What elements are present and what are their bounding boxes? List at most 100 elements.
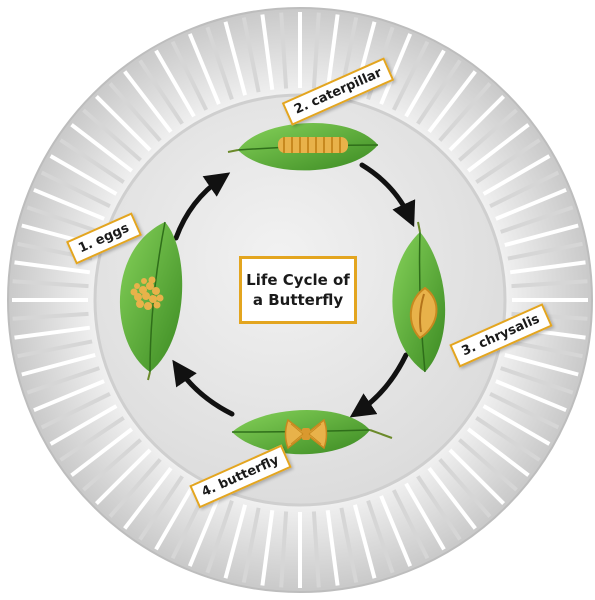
caterpillar-pasta [278,137,348,153]
title-line-1: Life Cycle of [246,271,350,289]
plate-ridge [504,352,579,377]
plate-ridge [475,416,541,462]
plate-ridge [94,448,152,506]
plate-ridge [352,504,377,579]
plate-ridge [223,504,248,579]
plate-ridge [123,70,173,134]
plate-ridge [404,49,446,118]
plate-ridge [82,108,142,162]
plate-ridge [504,223,579,248]
plate-ridge [311,12,321,89]
plate-ridge [482,404,551,446]
plate-ridge [17,339,93,359]
plate-ridge [59,416,125,462]
plate-ridge [33,379,105,413]
plate-ridge [123,466,173,530]
plate-ridge [40,170,111,208]
leaf-butterfly [231,409,393,455]
arrow-butterfly-to-eggs [172,359,235,417]
plate-ridge [427,70,477,134]
plate-ridge [260,14,275,91]
plate-ridge [438,82,492,142]
plate-ridge [416,59,462,125]
plate-ridge [170,40,208,111]
plate-ridge [392,489,430,560]
plate-ridge [339,507,359,583]
leaf-eggs [119,221,183,381]
plate-ridge [325,509,340,586]
plate-ridge [475,138,541,184]
plate-ridge [500,366,574,395]
plate-ridge [489,170,560,208]
plate-ridge [489,392,560,430]
plate-ridge [94,94,152,152]
plate-ridge [379,495,413,567]
chrysalis-pasta [409,286,438,340]
plate-ridge [366,500,395,574]
plate-ridge [14,260,91,275]
plate-ridge [187,33,221,105]
plate-ridge [14,325,91,340]
cycle-arrows [172,162,416,418]
plate-ridge [427,466,477,530]
arrow-caterpillar-to-chrysalis [359,162,416,228]
plate-ridge [138,59,184,125]
plate-ridge [311,511,321,588]
plate-ridge [108,82,162,142]
plate-ridge [448,448,506,506]
plate-ridge [70,427,134,477]
plate-ridge [223,21,248,96]
plate-ridge [507,241,583,261]
plate-ridge [495,187,567,221]
leaf-chrysalis [392,221,446,373]
title-line-2: a Butterfly [252,291,344,309]
plate-ridge [416,475,462,541]
plate-ridge [392,40,430,111]
plate-ridge [241,17,261,93]
plate-ridge [26,366,100,395]
plate-ridge [12,279,89,289]
plate-ridge [205,500,234,574]
plate-ridge [279,12,289,89]
plate-ridge [59,138,125,184]
plate-ridge [458,438,518,492]
plate-ridge [482,154,551,196]
plate-ridge [205,26,234,100]
plate-ridge [241,507,261,583]
plate-ridge [154,49,196,118]
plate-ridge [82,438,142,492]
eggs-cluster [130,276,164,310]
plate-ridge [26,205,100,234]
plate-ridge [458,108,518,162]
plate-ridge [448,94,506,152]
diagram-title: Life Cycle of a Butterfly [239,256,357,324]
plate-ridge [509,260,586,275]
plate-ridge [500,205,574,234]
plate-ridge [154,482,196,551]
plate-ridge [49,154,118,196]
plate-ridge [12,311,89,321]
plate-ridges [12,12,588,588]
plate-ridge [404,482,446,551]
plate-ridge [21,352,96,377]
plate-ridge [325,14,340,91]
plate-ridge [49,404,118,446]
arrow-eggs-to-caterpillar [173,172,231,241]
plate-ridge [495,379,567,413]
plate-ridge [33,187,105,221]
arrow-chrysalis-to-butterfly [349,352,409,418]
plate-ridge [279,511,289,588]
plate-ridge [40,392,111,430]
plate-ridge [108,458,162,518]
leaf-caterpillar [227,122,379,171]
plate-ridge [260,509,275,586]
butterfly-pasta [284,418,328,450]
plate-ridge [138,475,184,541]
plate-ridge [438,458,492,518]
plate-ridge [70,123,134,173]
plate-ridge [379,33,413,105]
plate-ridge [466,123,530,173]
plate-ridge [507,339,583,359]
plate-ridge [511,279,588,289]
plate-ridge [187,495,221,567]
